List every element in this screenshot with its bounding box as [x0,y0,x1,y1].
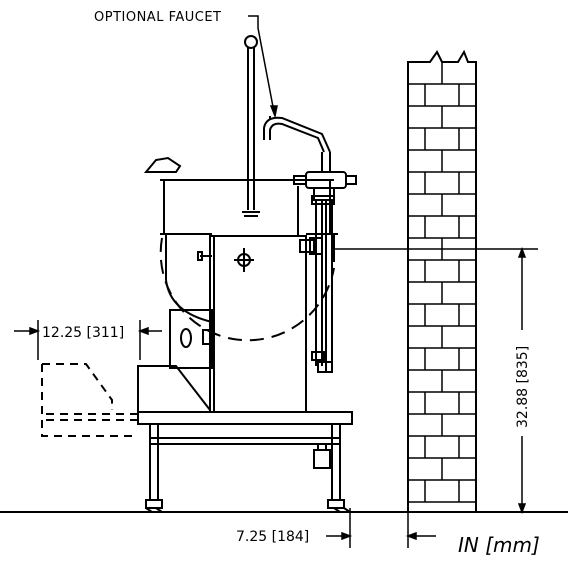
rear-clearance-dimension-text: 7.25 [184] [236,529,309,545]
cabinet-body [169,235,307,413]
brick-wall [407,49,477,512]
left-offset-dimension-text: 12.25 [311] [42,325,124,341]
optional-faucet [242,35,357,373]
drain-pan-outline [41,363,138,437]
gauge-icon [180,328,192,348]
faucet-knob-icon [244,35,258,49]
faucet-callout-leader [248,15,278,119]
dimension-rear-clearance [326,508,436,548]
stand [137,365,353,513]
dimension-left-offset [14,320,162,360]
dimension-height [334,246,540,515]
height-dimension-text: 32.88 [835] [515,346,531,428]
optional-faucet-label: OPTIONAL FAUCET [94,10,222,25]
units-label: IN [mm] [458,533,540,557]
